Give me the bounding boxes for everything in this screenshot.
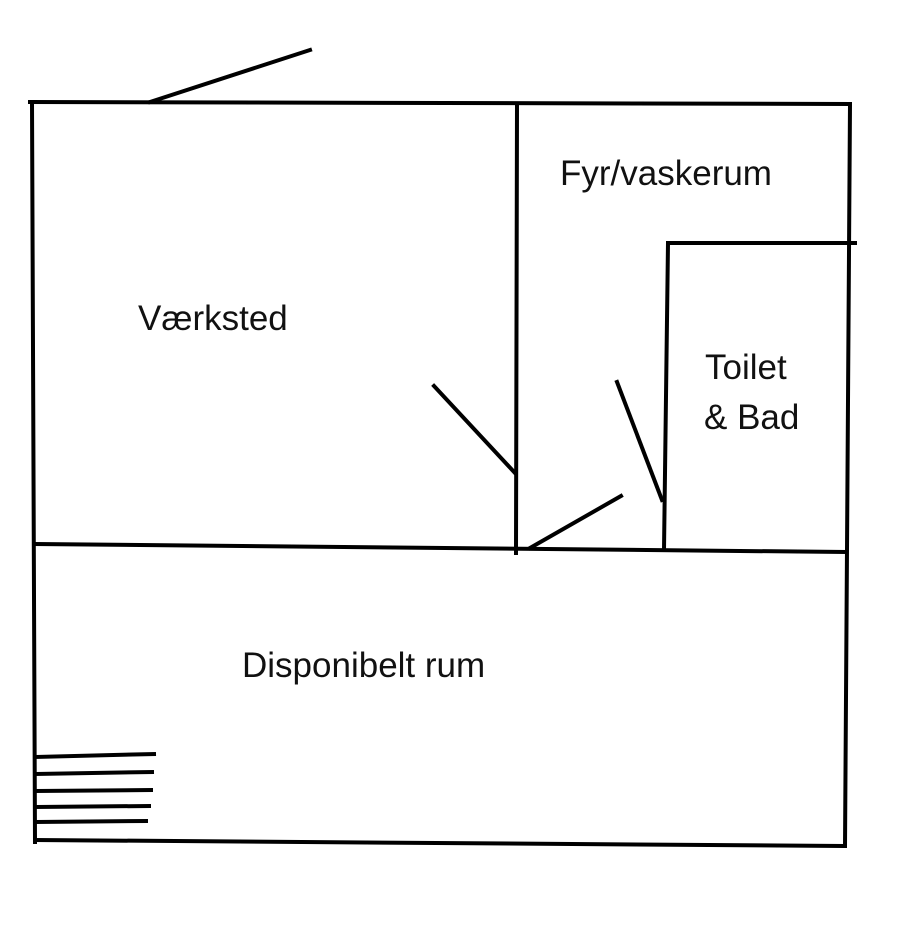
toilet-left-wall [661, 240, 671, 553]
stair-step [33, 751, 157, 760]
stair-step [33, 787, 154, 794]
boiler-room-door [527, 493, 624, 551]
toilet-door [614, 379, 665, 503]
entrance-door [147, 47, 313, 105]
boiler-laundry-label: Fyr/vaskerum [560, 154, 772, 193]
right-wall [842, 101, 853, 849]
outer-walls [27, 99, 853, 849]
stair-step [33, 803, 152, 810]
toilet-label-line1: Toilet [705, 348, 787, 387]
available-room-label: Disponibelt rum [242, 646, 485, 685]
left-wall [29, 99, 38, 845]
middle-horizontal-wall [32, 541, 848, 555]
room-labels: Værksted Fyr/vaskerum Toilet & Bad Dispo… [138, 154, 799, 685]
stair-step [33, 818, 149, 825]
workshop-door [431, 383, 518, 476]
top-wall [27, 99, 853, 107]
workshop-label: Værksted [138, 299, 288, 338]
stairs [33, 751, 157, 825]
doors [147, 47, 665, 551]
interior-walls [32, 101, 857, 556]
workshop-divider-wall [513, 101, 520, 556]
bottom-wall [32, 837, 845, 849]
stair-step [33, 769, 155, 777]
toilet-label-line2: & Bad [704, 398, 799, 437]
